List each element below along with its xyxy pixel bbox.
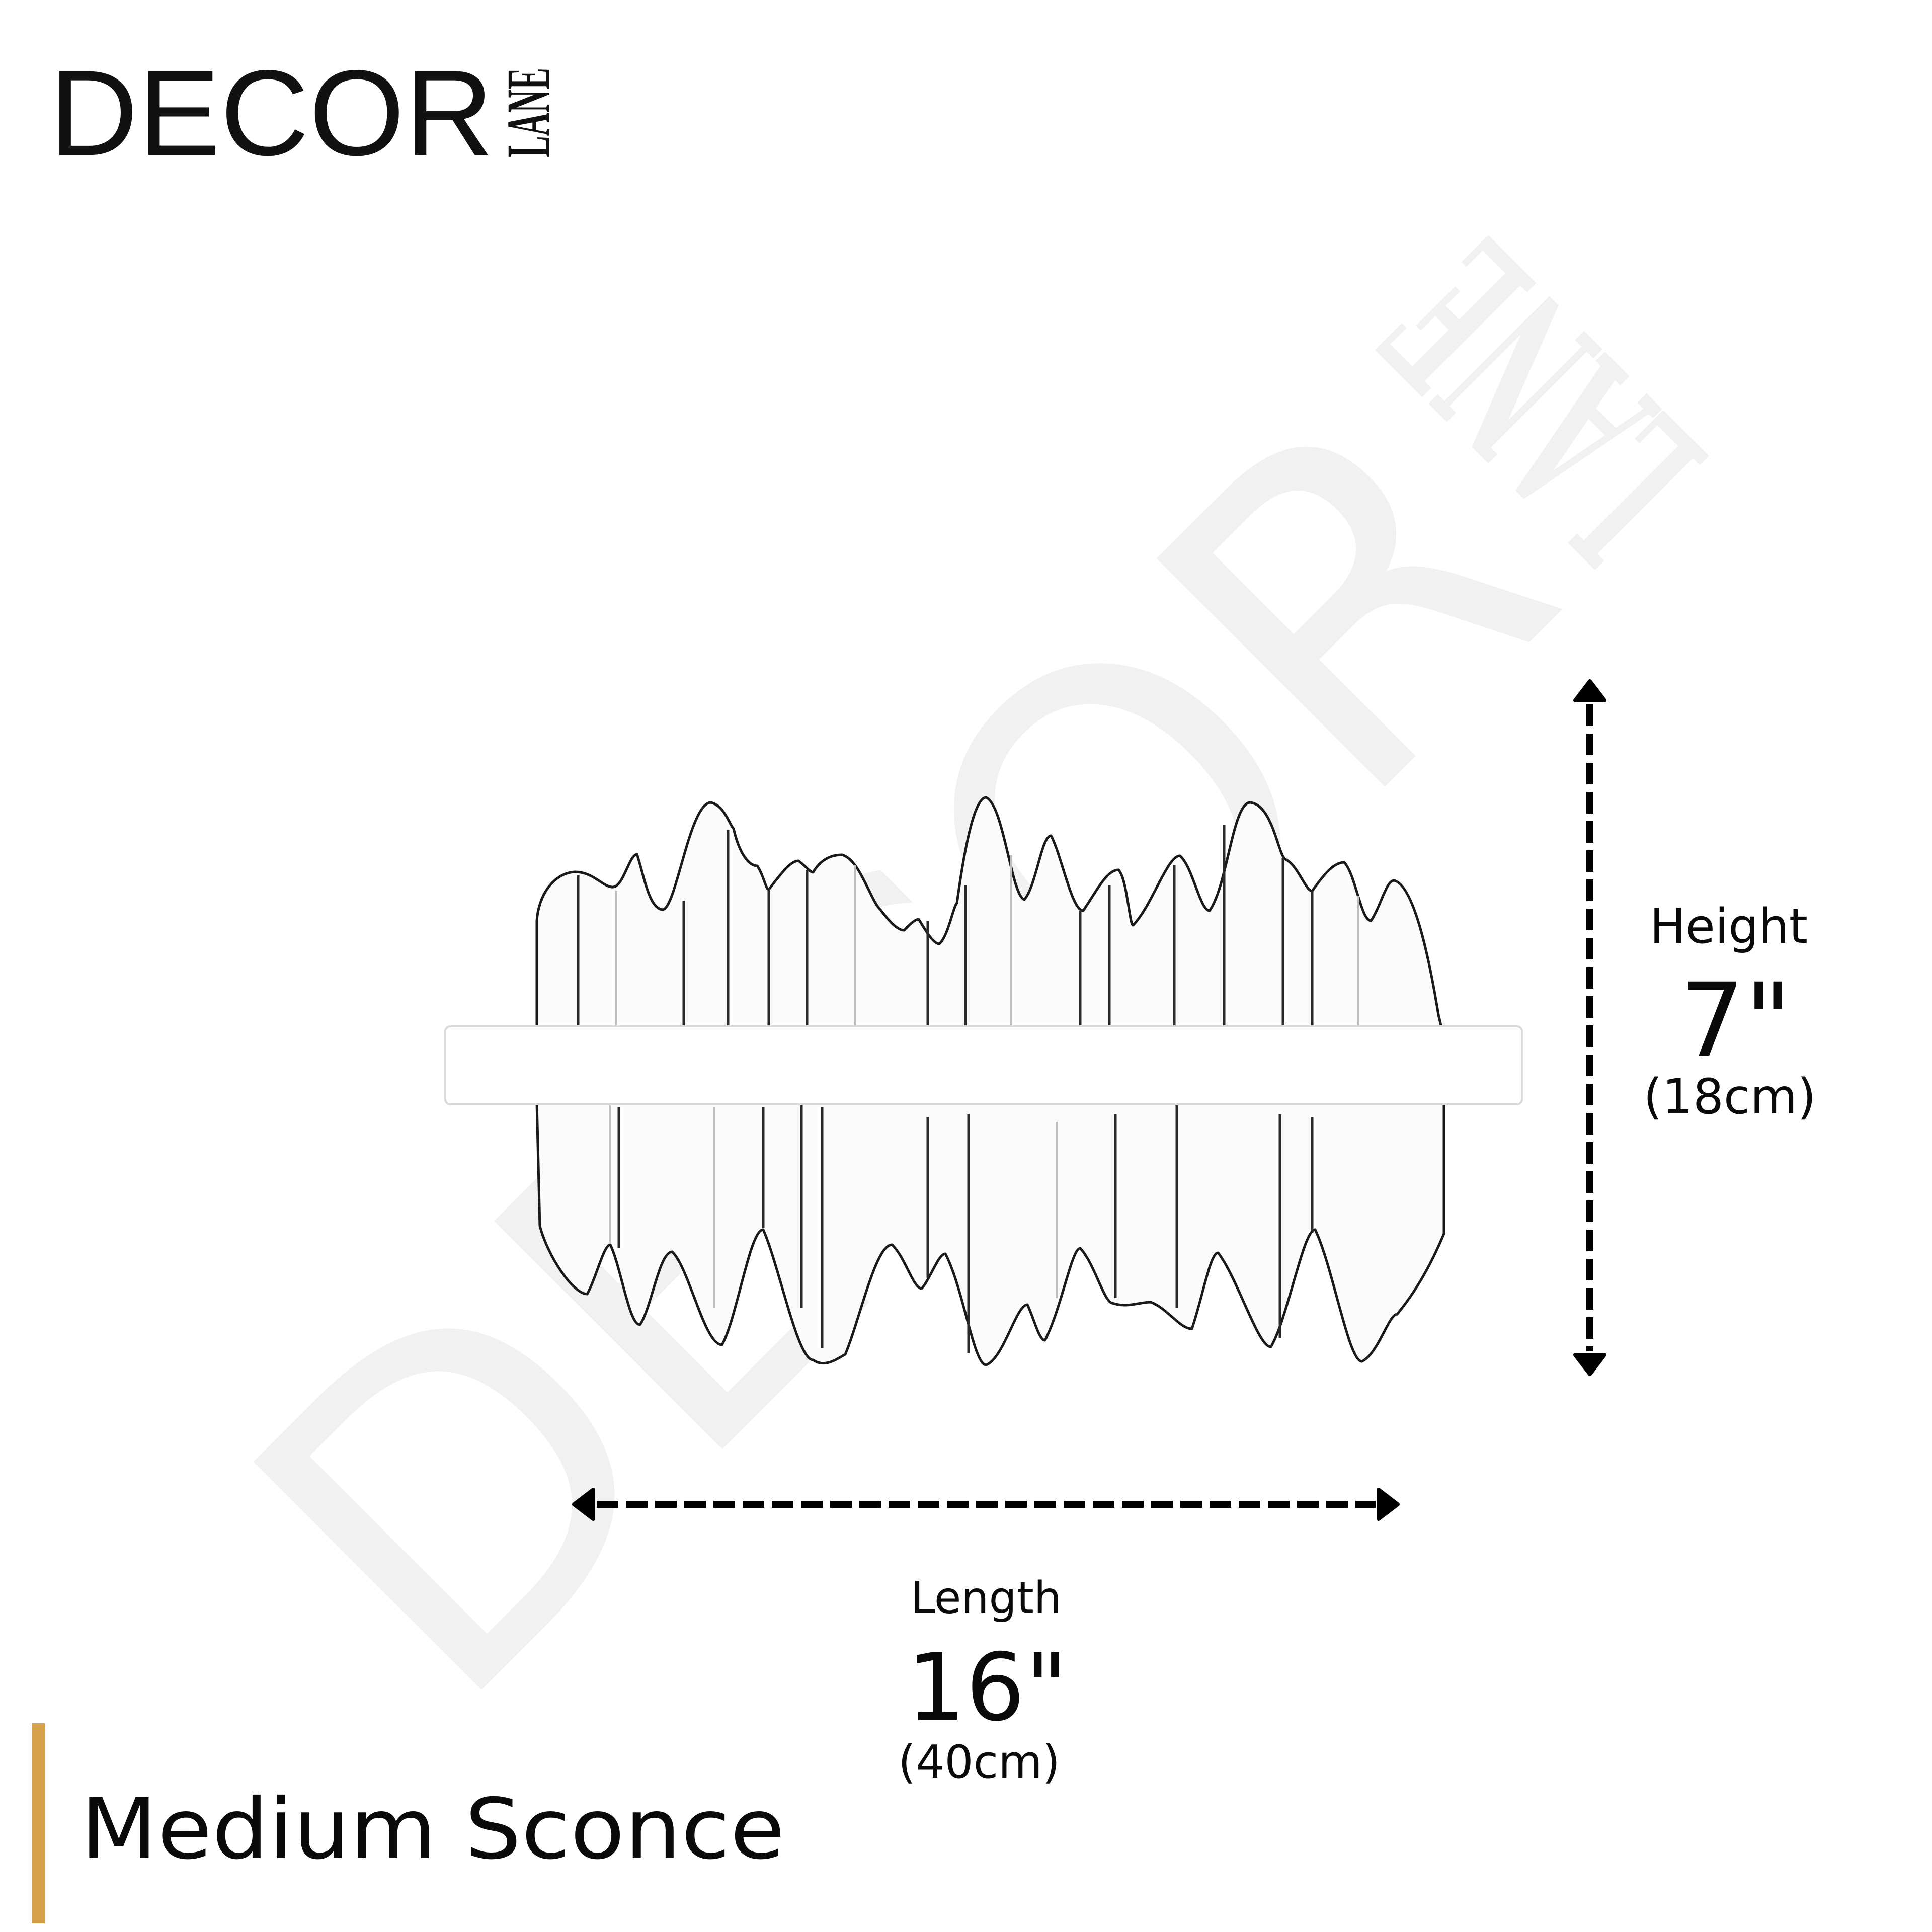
length-value-inches: 16" [907, 1633, 1068, 1742]
length-value-metric: (40cm) [898, 1736, 1060, 1789]
lower-crystal-edges [609, 1104, 1314, 1353]
logo-decor-text: DECOR [49, 45, 494, 181]
height-value-inches: 7" [1680, 961, 1791, 1080]
height-value-metric: (18cm) [1643, 1069, 1816, 1125]
upper-crystals [535, 796, 1443, 1029]
brand-logo: DECOR LANE [49, 45, 563, 181]
sconce-illustration [444, 796, 1523, 1366]
height-dimension: Height 7" (18cm) [1643, 899, 1816, 1125]
height-label: Height [1650, 899, 1808, 954]
accent-bar [32, 1723, 45, 1923]
mounting-bar [444, 1025, 1523, 1105]
logo-lane-text: LANE [494, 68, 563, 157]
length-arrow-icon [572, 1488, 1400, 1521]
length-label: Length [911, 1572, 1062, 1624]
product-title: Medium Sconce [80, 1781, 785, 1878]
height-arrow-icon [1573, 679, 1606, 1376]
upper-crystal-edges [577, 825, 1359, 1026]
product-title-block: Medium Sconce [32, 1723, 785, 1923]
length-dimension: Length 16" (40cm) [898, 1572, 1068, 1789]
